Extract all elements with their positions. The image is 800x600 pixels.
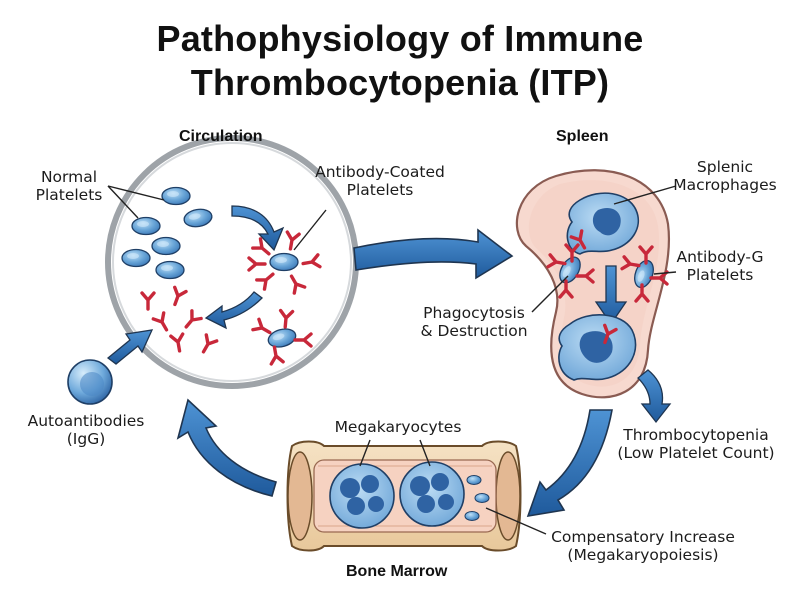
- big-arrow-circulation-to-spleen: [353, 228, 514, 280]
- label-antibody-coated: Antibody-Coated Platelets: [302, 163, 458, 199]
- arrow-icon: [637, 369, 672, 424]
- label-line: & Destruction: [420, 322, 528, 340]
- label-thrombocytopenia: Thrombocytopenia (Low Platelet Count): [608, 426, 784, 462]
- label-phagocytosis: Phagocytosis & Destruction: [416, 304, 532, 340]
- label-autoantibodies: Autoantibodies (IgG): [22, 412, 150, 448]
- label-compensatory: Compensatory Increase (Megakaryopoiesis): [538, 528, 748, 564]
- page-title: Pathophysiology of Immune: [156, 18, 644, 59]
- label-line: (Low Platelet Count): [617, 444, 775, 462]
- label-line: (Megakaryopoiesis): [567, 546, 719, 564]
- section-circulation: Circulation: [179, 128, 263, 145]
- label-line: (IgG): [66, 430, 106, 448]
- label-line: Macrophages: [673, 176, 777, 194]
- megakaryocyte: [329, 463, 395, 529]
- big-arrow-bone-to-circulation: [176, 398, 277, 497]
- label-line: Compensatory Increase: [551, 528, 735, 546]
- label-line: Autoantibodies: [27, 412, 145, 430]
- big-arrow-spleen-to-bone: [526, 409, 613, 518]
- label-line: Thrombocytopenia: [623, 426, 769, 444]
- label-line: Antibody-G: [676, 248, 764, 266]
- curved-arrow-icon: [231, 205, 285, 252]
- label-splenic-macrophages: Splenic Macrophages: [672, 158, 778, 194]
- arrow-icon: [106, 329, 154, 365]
- platelet: [155, 260, 185, 280]
- arrow-icon: [594, 265, 628, 326]
- platelet: [121, 248, 151, 268]
- platelet: [161, 186, 191, 206]
- new-platelets: [464, 475, 490, 521]
- platelet: [151, 236, 181, 256]
- label-line: Platelets: [686, 266, 754, 284]
- page-title-line2: Thrombocytopenia (ITP): [190, 62, 610, 103]
- label-line: Antibody-Coated: [315, 163, 445, 181]
- megakaryocyte: [399, 461, 465, 527]
- splenic-macrophage: [566, 192, 639, 255]
- label-line: Platelets: [346, 181, 414, 199]
- section-bone-marrow: Bone Marrow: [346, 563, 448, 580]
- label-normal-platelets: Normal Platelets: [26, 168, 112, 204]
- curved-arrow-icon: [204, 291, 263, 330]
- section-spleen: Spleen: [556, 128, 609, 145]
- label-line: Platelets: [35, 186, 103, 204]
- leader-lines-bone: [359, 439, 547, 535]
- label-line: Normal: [40, 168, 98, 186]
- label-megakaryocytes: Megakaryocytes: [334, 418, 462, 436]
- label-line: Phagocytosis: [423, 304, 525, 322]
- label-antibody-g: Antibody-G Platelets: [672, 248, 768, 284]
- label-line: Splenic: [696, 158, 754, 176]
- platelet: [131, 216, 161, 236]
- leader-lines-circulation: [107, 185, 327, 251]
- leader-lines-spleen: [531, 185, 677, 313]
- b-cell: [67, 359, 113, 405]
- splenic-macrophage: [558, 314, 637, 381]
